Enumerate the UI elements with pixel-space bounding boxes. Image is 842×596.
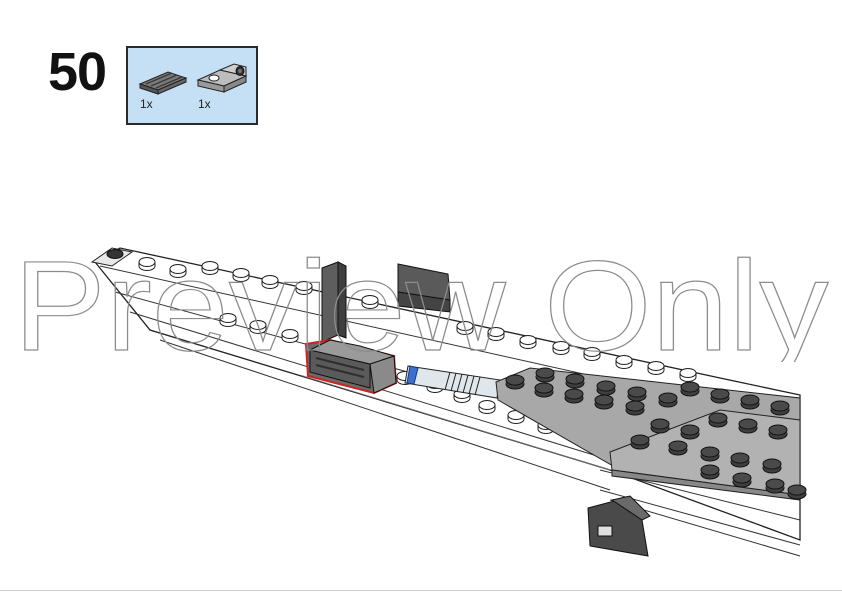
dark-vertical-plate [321, 261, 347, 343]
dark-slope-piece [397, 263, 451, 313]
part-quantity: 1x [198, 97, 211, 111]
highlighted-new-part [304, 338, 398, 395]
page-divider [0, 590, 842, 591]
dark-underside-part [587, 495, 651, 557]
part-quantity: 1x [140, 97, 153, 111]
preview-watermark: Preview Only [13, 234, 829, 362]
step-number: 50 [48, 42, 107, 102]
bracket-plate-icon [196, 63, 248, 93]
parts-callout: 1x 1x [126, 46, 258, 125]
grille-tile-icon [138, 71, 188, 95]
watermark-text: Preview Only [14, 235, 829, 362]
transparent-tube [404, 365, 501, 399]
light-gray-plates [495, 367, 807, 501]
